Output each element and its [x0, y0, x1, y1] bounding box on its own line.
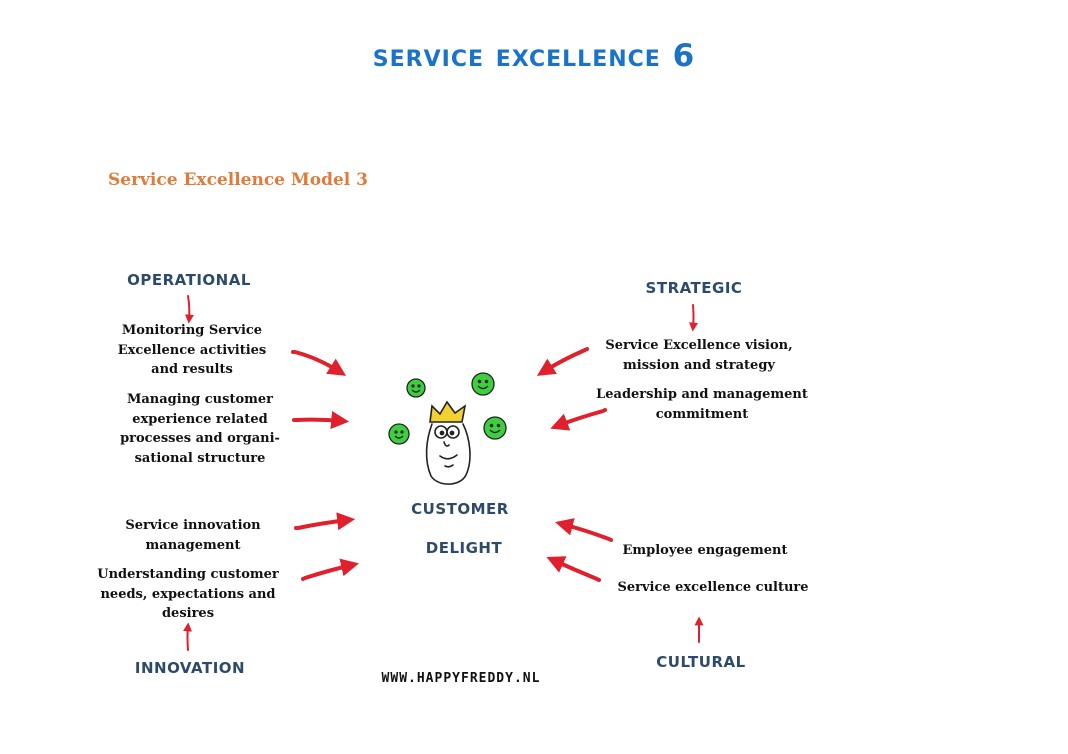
arrow-small-operational — [184, 295, 194, 324]
center-label-line1: Customer — [411, 495, 509, 520]
arrow-innovation-2 — [303, 558, 360, 580]
item-operational-2: Managing customer experience related pro… — [120, 392, 280, 466]
king-character-icon — [425, 400, 471, 485]
smiley-icon — [388, 423, 410, 445]
smiley-icon — [483, 416, 507, 440]
heading-strategic: Strategic — [645, 274, 743, 299]
arrow-cultural-2 — [546, 556, 599, 581]
item-cultural-1: Employee engagement — [622, 543, 788, 558]
item-innovation-1: Service innovation management — [125, 518, 261, 553]
item-innovation-2: Understanding customer needs, expectatio… — [97, 567, 279, 621]
arrow-cultural-1 — [555, 518, 611, 541]
model-subtitle: Service Excellence Model 3 — [108, 170, 368, 190]
smiley-icon — [406, 378, 426, 398]
smiley-icon — [471, 372, 495, 396]
item-operational-1: Monitoring Service Excellence activities… — [117, 323, 267, 377]
arrow-operational-2 — [294, 411, 350, 429]
arrow-strategic-1 — [536, 348, 587, 376]
heading-innovation: Innovation — [134, 654, 246, 679]
item-strategic-1: Service Excellence vision, mission and s… — [605, 338, 793, 373]
heading-operational: Operational — [127, 266, 251, 291]
arrow-innovation-1 — [296, 512, 356, 531]
arrow-small-innovation — [183, 622, 193, 651]
arrow-strategic-2 — [550, 409, 605, 431]
smiley-icon-group — [388, 372, 507, 445]
item-cultural-2: Service excellence culture — [617, 580, 809, 595]
arrow-small-strategic — [689, 304, 699, 332]
item-strategic-2: Leadership and management commitment — [596, 387, 808, 422]
footer-url: www.happyfreddy.nl — [381, 671, 541, 686]
page-title: Service excellence 6 — [372, 38, 696, 74]
center-label-line2: Delight — [425, 534, 503, 559]
heading-cultural: Cultural — [656, 648, 746, 673]
arrow-operational-1 — [293, 350, 347, 376]
